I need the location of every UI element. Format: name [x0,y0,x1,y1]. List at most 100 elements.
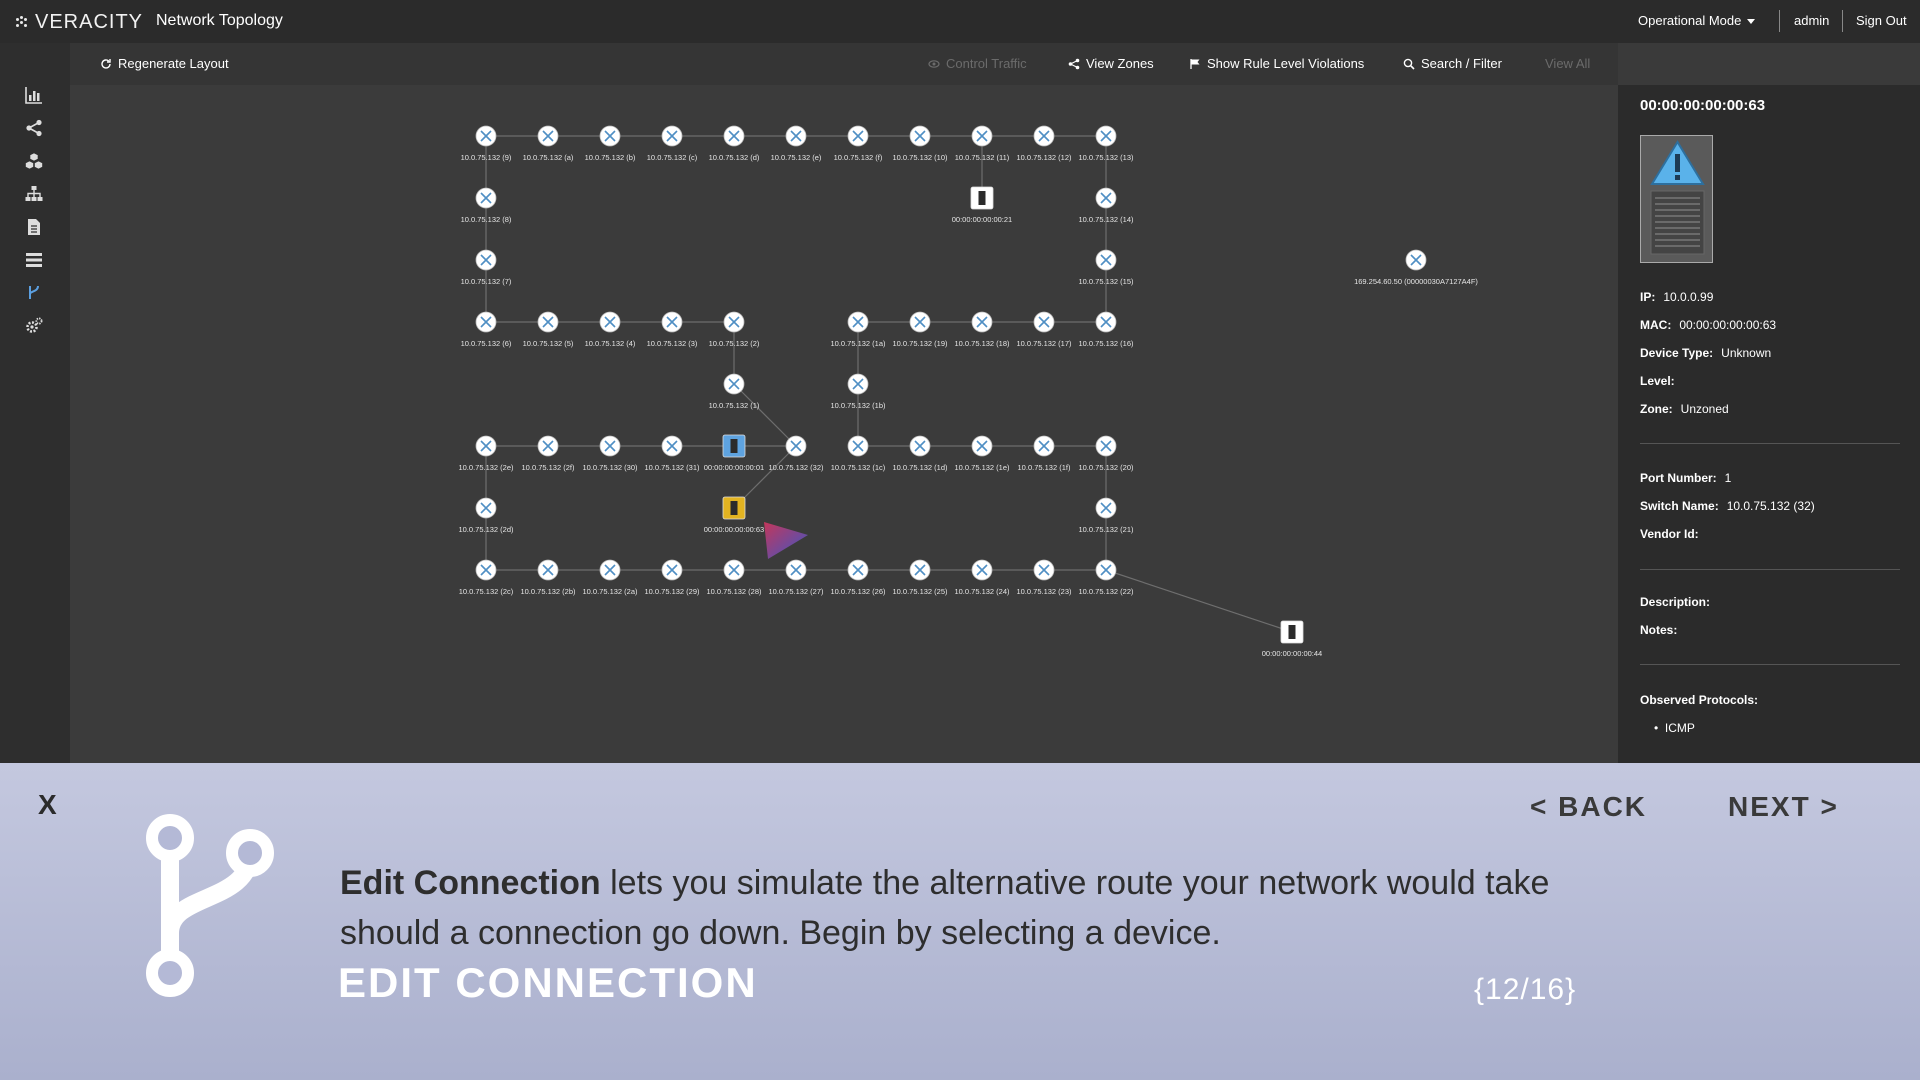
switch-node[interactable]: 10.0.75.132 (6) [461,311,512,348]
switch-node[interactable]: 10.0.75.132 (13) [1078,125,1134,162]
tour-heading: EDIT CONNECTION [338,959,758,1006]
sign-out-link[interactable]: Sign Out [1856,13,1907,28]
topology-link[interactable] [733,383,797,447]
show-rule-violations-button[interactable]: Show Rule Level Violations [1189,56,1364,71]
sidebar-item-settings[interactable] [24,316,44,336]
search-filter-button[interactable]: Search / Filter [1403,56,1502,71]
switch-node[interactable]: 10.0.75.132 (16) [1078,311,1134,348]
switch-node[interactable]: 10.0.75.132 (11) [955,125,1010,162]
tour-next-button[interactable]: NEXT > [1728,791,1839,822]
switch-node[interactable]: 10.0.75.132 (2) [709,311,760,348]
sidebar-item-hierarchy[interactable] [24,184,44,204]
switch-node[interactable]: 169.254.60.50 (00000030A7127A4F) [1354,249,1478,286]
cubes-icon [25,152,43,170]
switch-node[interactable]: 10.0.75.132 (8) [461,187,512,224]
switch-node[interactable]: 10.0.75.132 (25) [892,559,948,596]
switch-node[interactable]: 10.0.75.132 (18) [954,311,1010,348]
switch-node[interactable]: 10.0.75.132 (2c) [459,559,514,596]
node-label: 10.0.75.132 (e) [771,153,822,162]
tour-back-button[interactable]: < BACK [1530,791,1648,822]
switch-node[interactable]: 10.0.75.132 (24) [954,559,1010,596]
switch-node[interactable]: 10.0.75.132 (22) [1078,559,1134,596]
switch-node[interactable]: 10.0.75.132 (14) [1078,187,1134,224]
view-all-button[interactable]: View All [1545,56,1591,71]
switch-node[interactable]: 10.0.75.132 (29) [644,559,700,596]
divider [1640,443,1900,444]
sidebar-item-edit-connection[interactable] [24,283,44,303]
switch-node[interactable]: 10.0.75.132 (2e) [458,435,514,472]
switch-node[interactable]: 10.0.75.132 (12) [1016,125,1072,162]
node-label: 10.0.75.132 (28) [706,587,762,596]
switch-node[interactable]: 10.0.75.132 (31) [644,435,700,472]
switch-node[interactable]: 10.0.75.132 (26) [830,559,886,596]
topology-canvas[interactable]: 10.0.75.132 (9) 10.0.75.132 (a) 10.0.75.13… [70,85,1618,763]
switch-node[interactable]: 10.0.75.132 (20) [1078,435,1134,472]
switch-value: 10.0.75.132 (32) [1726,499,1815,513]
switch-arrows-icon [790,564,802,576]
tour-feature-name: Edit Connection [340,864,601,902]
regenerate-layout-button[interactable]: Regenerate Layout [100,56,229,71]
switch-node[interactable]: 10.0.75.132 (e) [771,125,822,162]
sidebar-item-lists[interactable] [24,250,44,270]
switch-node[interactable]: 10.0.75.132 (21) [1078,497,1134,534]
tour-close-button[interactable]: X [38,789,57,820]
topology-link[interactable] [1105,569,1293,633]
switch-node[interactable]: 10.0.75.132 (1c) [831,435,886,472]
switch-node[interactable]: 10.0.75.132 (27) [768,559,824,596]
device-node[interactable]: 00:00:00:00:00:63 [704,496,764,534]
switch-arrows-icon [976,564,988,576]
gears-icon [26,317,43,333]
switch-node[interactable]: 10.0.75.132 (30) [582,435,638,472]
switch-node[interactable]: 10.0.75.132 (32) [768,435,824,472]
switch-node[interactable]: 10.0.75.132 (1e) [954,435,1010,472]
node-label: 10.0.75.132 (29) [644,587,700,596]
control-traffic-button[interactable]: Control Traffic [928,56,1027,71]
switch-node[interactable]: 10.0.75.132 (2b) [520,559,576,596]
switch-node[interactable]: 10.0.75.132 (2f) [522,435,575,472]
topology-graph[interactable]: 10.0.75.132 (9) 10.0.75.132 (a) 10.0.75.13… [70,85,1618,763]
switch-node[interactable]: 10.0.75.132 (7) [461,249,512,286]
switch-node[interactable]: 10.0.75.132 (1a) [830,311,886,348]
switch-node[interactable]: 10.0.75.132 (1b) [830,373,886,410]
switch-node[interactable]: 10.0.75.132 (5) [523,311,574,348]
sidebar-item-dashboard[interactable] [24,85,44,105]
view-zones-button[interactable]: View Zones [1068,56,1154,71]
switch-node[interactable]: 10.0.75.132 (d) [709,125,760,162]
device-node[interactable]: 00:00:00:00:00:01 [704,434,764,472]
switch-node[interactable]: 10.0.75.132 (a) [523,125,574,162]
node-label: 10.0.75.132 (31) [644,463,700,472]
user-menu[interactable]: admin [1794,13,1830,28]
switch-node[interactable]: 10.0.75.132 (1f) [1018,435,1071,472]
switch-node[interactable]: 10.0.75.132 (23) [1016,559,1072,596]
switch-node[interactable]: 10.0.75.132 (3) [647,311,698,348]
switch-node[interactable]: 10.0.75.132 (1d) [892,435,948,472]
switch-arrows-icon [790,130,802,142]
node-label: 169.254.60.50 (00000030A7127A4F) [1354,277,1478,286]
node-label: 10.0.75.132 (30) [582,463,638,472]
device-image [1640,135,1713,263]
switch-node[interactable]: 10.0.75.132 (2a) [582,559,638,596]
sidebar-item-topology[interactable] [24,118,44,138]
switch-node[interactable]: 10.0.75.132 (15) [1078,249,1134,286]
switch-node[interactable]: 10.0.75.132 (4) [585,311,636,348]
switch-arrows-icon [976,440,988,452]
switch-node[interactable]: 10.0.75.132 (19) [892,311,948,348]
switch-node[interactable]: 10.0.75.132 (9) [461,125,512,162]
switch-node[interactable]: 10.0.75.132 (f) [834,125,883,162]
switch-arrows-icon [914,130,926,142]
switch-node[interactable]: 10.0.75.132 (28) [706,559,762,596]
device-title: 00:00:00:00:00:63 [1640,97,1766,114]
switch-node[interactable]: 10.0.75.132 (c) [647,125,698,162]
sidebar-item-zones[interactable] [24,151,44,171]
device-node[interactable]: 00:00:00:00:00:21 [952,186,1012,224]
device-node[interactable]: 00:00:00:00:00:44 [1262,620,1322,658]
switch-node[interactable]: 10.0.75.132 (17) [1016,311,1072,348]
switch-node[interactable]: 10.0.75.132 (10) [892,125,948,162]
switch-node[interactable]: 10.0.75.132 (1) [709,373,760,410]
switch-node[interactable]: 10.0.75.132 (2d) [458,497,514,534]
switch-arrows-icon [914,564,926,576]
veracity-logo[interactable]: VERACITY [16,11,143,34]
switch-node[interactable]: 10.0.75.132 (b) [585,125,636,162]
mode-dropdown[interactable]: Operational Mode [1638,13,1756,28]
sidebar-item-reports[interactable] [24,217,44,237]
